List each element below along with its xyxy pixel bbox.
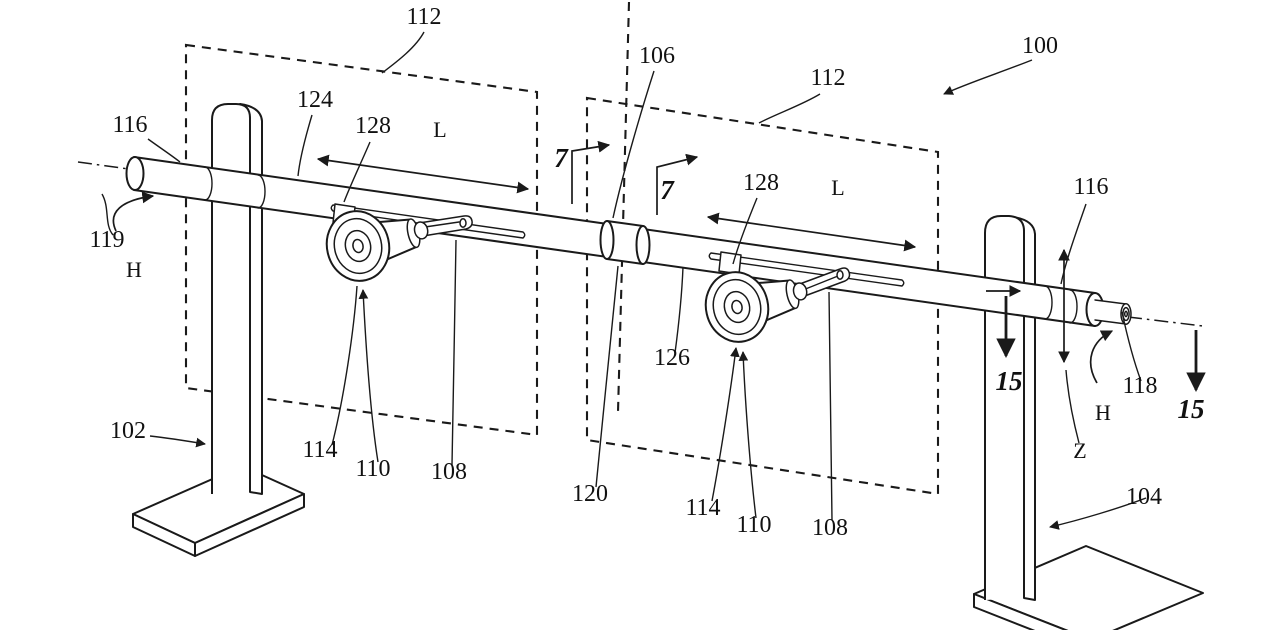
rod-seam-4 [1069,289,1078,324]
leader-106 [612,70,655,219]
label-ref-100: 100 [1022,33,1058,59]
rod-stub-edges [1094,299,1127,325]
label-ref-116-left: 116 [112,112,147,138]
label-ref-108-right: 108 [812,515,848,541]
right-mounting-rail [708,252,905,287]
leader-128-left [343,141,371,203]
label-ref-102: 102 [110,418,146,444]
label-ref-120: 120 [572,481,608,507]
leader-112-left [381,31,425,74]
label-ref-108-left: 108 [431,459,467,485]
label-dim-L-right: L [831,175,844,200]
right-speaker [704,271,808,343]
label-ref-110-left: 110 [355,456,390,482]
leader-120 [595,265,619,488]
label-ref-110-right: 110 [736,512,771,538]
reference-labels: 112 106 112 100 124 128 L 116 7 7 128 L … [89,4,1204,541]
h-rotation-arrow-left [112,191,155,232]
sleeve-edges [606,220,644,265]
left-stand-base-front [194,493,305,557]
left-speaker-dust-cap [352,238,364,254]
label-dim-Z: Z [1073,438,1086,463]
sleeve-fill [607,221,643,264]
leader-102 [149,435,206,448]
leader-126 [674,266,684,354]
right-speaker-pivot-knob [792,282,808,301]
label-ref-106: 106 [639,43,675,69]
left-stand-post-front [211,103,251,494]
leader-116-right [1060,203,1087,285]
right-speaker-dust-cap [731,299,743,315]
leader-z [1065,369,1080,444]
leader-110-right [738,351,757,519]
rod-stub-fill [1095,300,1126,324]
sleeve-right-cap [635,225,651,265]
label-section-7-right: 7 [660,175,675,205]
left-speaker-assembly [325,203,526,282]
label-ref-119: 119 [89,227,124,253]
leader-104 [1049,497,1147,530]
right-speaker-assembly [704,251,905,343]
right-stand-base-side [973,593,1069,630]
leader-128-right [732,197,758,265]
rod-axis-left [77,161,137,171]
leader-118 [1121,311,1142,382]
label-ref-124: 124 [297,87,333,113]
rod-stub-cap-center [1123,310,1129,318]
left-speaker [325,210,429,282]
label-dim-H-right: H [1095,400,1111,425]
label-ref-116-right: 116 [1073,174,1108,200]
label-ref-112-left: 112 [406,4,441,30]
label-dim-H-left: H [126,257,142,282]
leader-114-right [711,347,740,502]
section-7-arrow-right [656,153,699,215]
label-ref-128-left: 128 [355,113,391,139]
rod-seam-1 [204,166,213,201]
leader-114-left [331,285,358,446]
label-section-15-far: 15 [1178,394,1205,424]
leader-108-right [828,291,833,521]
leader-108-left [451,239,457,466]
rod-sleeve-coupling [599,220,651,265]
dimension-arrows [112,140,1206,392]
label-ref-128-right: 128 [743,170,779,196]
section-trace-line [616,1,631,413]
left-speaker-pivot-knob [413,221,429,240]
section-7-arrow-left [571,140,611,204]
left-bracket-slot [424,221,460,228]
length-arrow-left [316,154,530,194]
right-stand [973,215,1204,630]
leader-112-right [758,93,821,124]
rod-seam-2 [257,174,266,209]
right-bracket-slot [802,275,839,291]
leader-124 [297,114,313,177]
rod-seam-3 [1044,285,1053,320]
leader-100 [943,59,1033,95]
right-rod-clamp [718,251,742,275]
label-ref-126: 126 [654,345,690,371]
label-ref-114-right: 114 [685,495,720,521]
length-arrow-right [706,212,917,252]
label-ref-118: 118 [1122,373,1157,399]
right-stand-post-front [984,215,1025,600]
label-section-15-near: 15 [996,366,1023,396]
leader-116-left [147,138,181,163]
rod-axis-right [1127,316,1204,327]
left-bracket-pin [459,218,467,228]
leader-119 [101,193,114,236]
leader-lines [101,31,1147,530]
label-dim-L-left: L [433,117,446,142]
sleeve-left-cap [599,220,615,260]
right-bracket-pin [836,270,844,280]
label-ref-112-right: 112 [810,65,845,91]
label-ref-104: 104 [1126,484,1162,510]
label-ref-114-left: 114 [302,437,337,463]
label-section-7-left: 7 [554,143,569,173]
rod-left-end-cap [125,156,145,191]
leader-110-left [358,289,379,463]
h-rotation-arrow-right [1089,330,1114,384]
